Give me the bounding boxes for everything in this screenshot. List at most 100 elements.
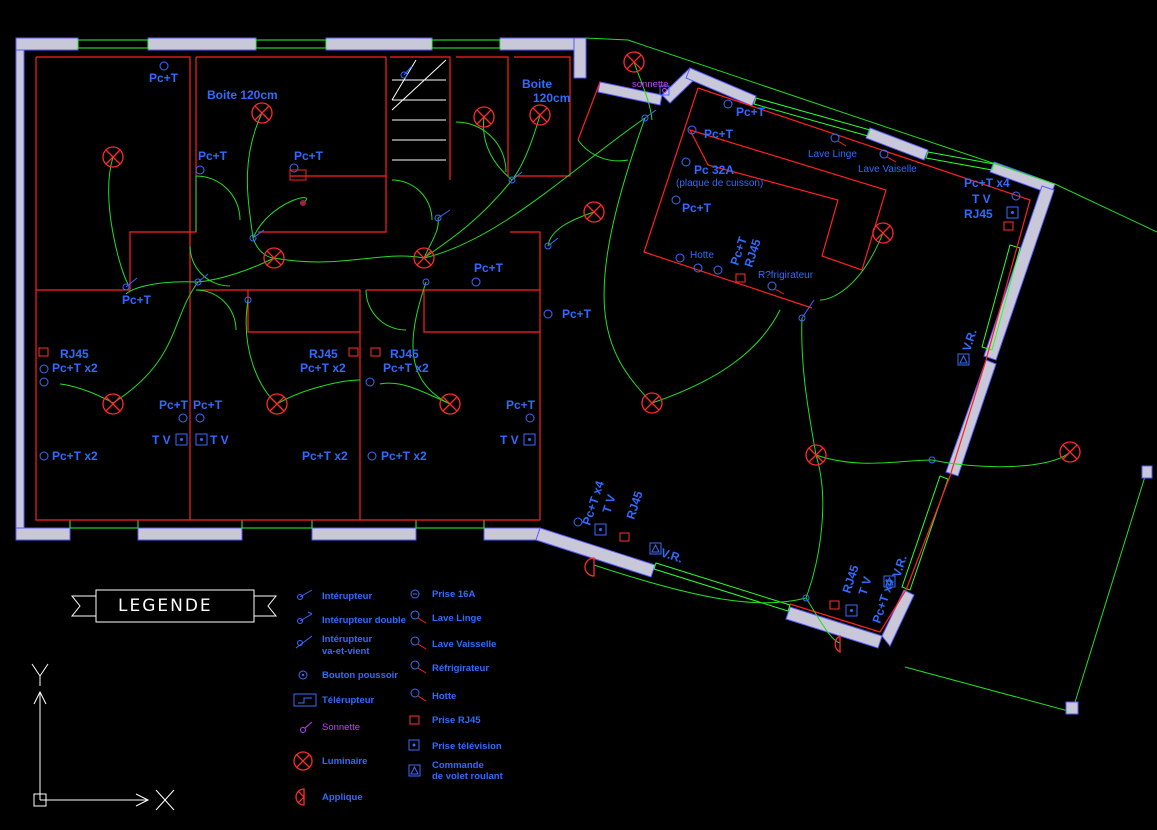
rj45-outlet-icon — [1003, 221, 1014, 231]
rj45-outlet-icon — [38, 347, 49, 357]
living-labels: sonnette Pc+T Pc+T Pc 32A (plaque de cui… — [580, 79, 1010, 625]
dishwasher-icon — [879, 149, 897, 163]
two-way-switch-icon — [295, 635, 313, 649]
label-boite: Boite — [522, 77, 552, 91]
switch-icon — [400, 65, 413, 79]
label-pc32a-note: (plaque de cuisson) — [676, 178, 763, 189]
svg-text:Applique: Applique — [322, 792, 363, 803]
svg-text:Prise RJ45: Prise RJ45 — [432, 715, 481, 726]
tv-outlet-icon — [1006, 206, 1019, 219]
label-tv: T V — [600, 493, 619, 515]
outlet-16a-icon — [367, 451, 377, 461]
switch-icon — [122, 277, 138, 291]
fridge-icon — [767, 281, 785, 295]
switch-icon — [928, 456, 936, 464]
outlet-16a-icon — [178, 413, 188, 423]
switch-icon — [194, 273, 209, 286]
light-fixture-icon — [102, 146, 124, 168]
switch-icon — [434, 209, 451, 222]
svg-text:Lave Vaisselle: Lave Vaisselle — [432, 639, 496, 650]
svg-text:Bouton poussoir: Bouton poussoir — [322, 670, 398, 681]
doors — [189, 121, 629, 331]
outlet-16a-icon — [723, 99, 733, 109]
light-fixture-icon — [413, 247, 435, 269]
label-pct: Pc+T — [682, 201, 712, 215]
label-tv: T V — [856, 575, 875, 597]
tv-outlet-icon — [594, 523, 607, 536]
x-axis-glyph — [155, 789, 175, 811]
outlet-16a-icon — [525, 413, 535, 423]
label-pct-x2: Pc+T x2 — [300, 361, 346, 375]
windows — [69, 39, 1021, 612]
label-pct: Pc+T — [474, 261, 504, 275]
outlet-16a-icon — [675, 253, 685, 263]
light-fixture-icon — [102, 393, 124, 415]
outlet-16a-icon — [39, 377, 49, 387]
label-tv: T V — [210, 433, 229, 447]
outlet-16a-icon — [39, 364, 49, 374]
label-pct: Pc+T — [193, 398, 223, 412]
tv-outlet-icon — [195, 433, 208, 446]
svg-text:Hotte: Hotte — [432, 691, 456, 702]
ucs-axis-icon — [31, 663, 175, 811]
svg-text:Luminaire: Luminaire — [322, 756, 367, 767]
rj45-outlet-icon — [829, 600, 840, 610]
switch-icon — [249, 229, 265, 242]
outlets — [38, 61, 1021, 617]
outlet-16a-icon — [365, 377, 375, 387]
label-sonnette: sonnette — [632, 79, 668, 90]
label-boite-size: 120cm — [533, 91, 570, 105]
label-rj45: RJ45 — [624, 489, 646, 521]
label-pct: Pc+T — [736, 105, 766, 119]
label-rj45: RJ45 — [60, 347, 89, 361]
svg-text:de volet roulant: de volet roulant — [432, 771, 504, 782]
outlet-16a-icon — [671, 195, 681, 205]
label-pct-x2: Pc+T x2 — [52, 361, 98, 375]
switch-icon — [798, 299, 815, 322]
light-fixture-icon — [872, 222, 894, 244]
label-lave-vaisselle: Lave Vaiselle — [858, 164, 917, 175]
hood-icon — [713, 265, 723, 275]
label-pct: Pc+T — [562, 307, 592, 321]
outlet-16a-icon — [410, 589, 420, 599]
label-pct: Pc+T — [506, 398, 536, 412]
label-rj45: RJ45 — [390, 347, 419, 361]
outlet-16a-icon — [681, 157, 691, 167]
svg-text:Télérupteur: Télérupteur — [322, 695, 375, 706]
label-vr: V.R. — [659, 546, 684, 566]
svg-text:Commande: Commande — [432, 760, 484, 771]
rj45-outlet-icon — [409, 715, 420, 725]
label-tv: T V — [972, 192, 991, 206]
light-fixture-icon — [583, 201, 605, 223]
doorbell-icon — [300, 721, 313, 733]
label-pct-x2: Pc+T x2 — [381, 449, 427, 463]
doorbell-dot-icon — [300, 200, 306, 206]
rj45-outlet-icon — [370, 347, 381, 357]
label-pct-x2: Pc+T x2 — [52, 449, 98, 463]
push-button-icon — [298, 670, 308, 680]
shutter-control-icon — [408, 764, 421, 777]
switch-icon — [802, 594, 810, 602]
switch-icon — [297, 589, 313, 600]
light-fixture-icon — [805, 444, 827, 466]
legend-title: LEGENDE — [118, 596, 213, 616]
svg-text:Lave Linge: Lave Linge — [432, 613, 482, 624]
hood-icon — [410, 688, 427, 702]
outlet-16a-icon — [289, 163, 299, 173]
shutter-control-icon — [883, 575, 896, 588]
tv-outlet-icon — [408, 739, 420, 751]
svg-text:Prise télévision: Prise télévision — [432, 741, 502, 752]
y-axis-glyph — [31, 663, 49, 686]
exterior-walls — [15, 37, 1056, 649]
tv-outlet-icon — [845, 604, 858, 617]
label-lave-linge: Lave Linge — [808, 149, 857, 160]
svg-text:va-et-vient: va-et-vient — [322, 646, 370, 657]
svg-text:Intérupteur double: Intérupteur double — [322, 615, 406, 626]
wall-light-icon — [584, 557, 595, 577]
outlet-16a-icon — [693, 263, 703, 273]
light-fixture-icon — [251, 102, 273, 124]
remote-switch-icon — [293, 693, 317, 707]
rj45-outlet-icon — [348, 347, 359, 357]
switch-icon — [508, 171, 523, 184]
doorbell-icon — [659, 85, 670, 96]
